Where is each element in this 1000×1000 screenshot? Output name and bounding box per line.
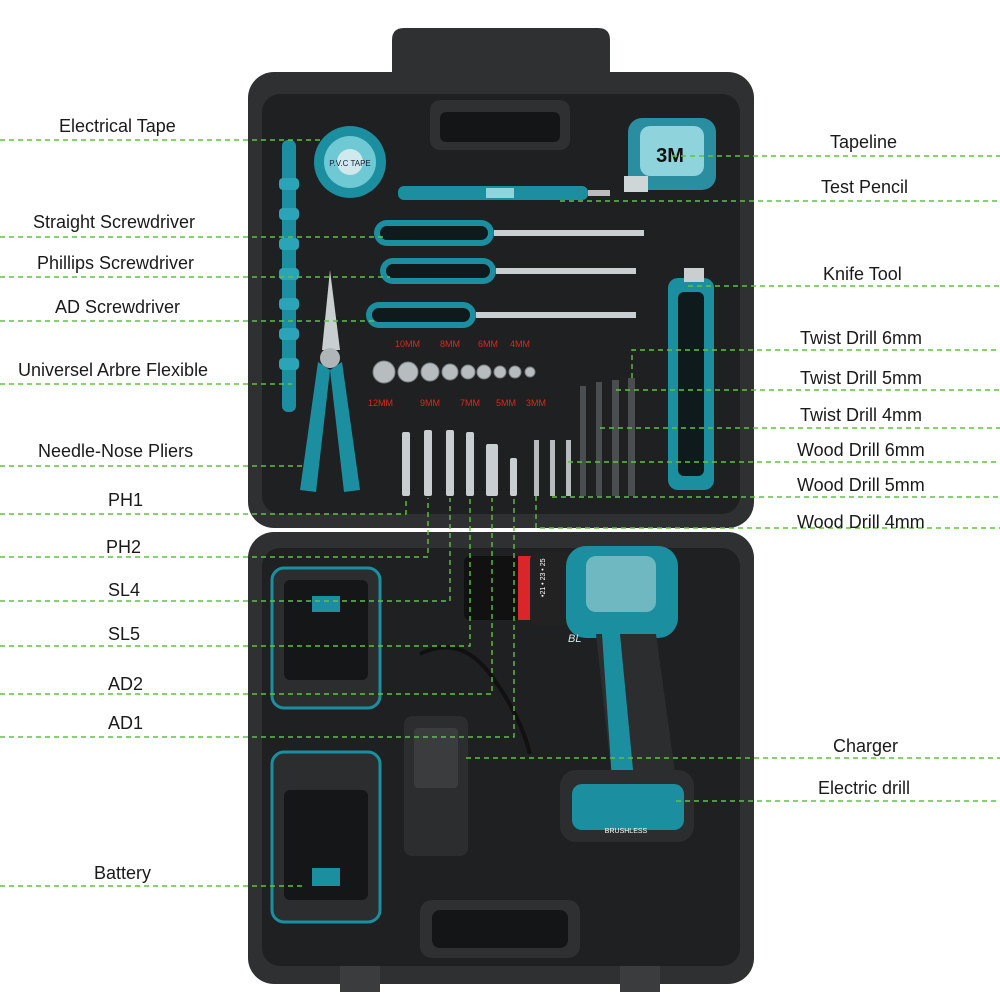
test-pencil	[398, 186, 610, 200]
label-sl5: SL5	[108, 624, 141, 644]
battery-top	[270, 566, 382, 710]
label-ad-screwdriver: AD Screwdriver	[55, 297, 181, 317]
label-ad2: AD2	[108, 674, 144, 694]
socket-size-label: 7MM	[460, 398, 480, 408]
flexible-shaft	[279, 140, 299, 412]
charger	[404, 645, 532, 856]
label-ph1: PH1	[108, 490, 144, 510]
socket-size-label: 10MM	[395, 339, 420, 349]
electric-drill: BRUSHLESS •21 • 23 • 25 BL	[464, 546, 694, 842]
socket-size-label: 3MM	[526, 398, 546, 408]
electrical-tape: P.V.C TAPE	[314, 126, 386, 198]
socket-size-label: 6MM	[478, 339, 498, 349]
label-sl4: SL4	[108, 580, 141, 600]
label-wood-drill-5mm: Wood Drill 5mm	[797, 475, 925, 495]
label-battery: Battery	[94, 863, 152, 883]
label-tapeline: Tapeline	[830, 132, 898, 152]
socket-size-label: 9MM	[420, 398, 440, 408]
label-twist-drill-4mm: Twist Drill 4mm	[800, 405, 922, 425]
label-ad1: AD1	[108, 713, 144, 733]
leader-lines-left	[0, 139, 515, 887]
label-ph2: PH2	[106, 537, 142, 557]
label-charger: Charger	[833, 736, 899, 756]
label-twist-drill-5mm: Twist Drill 5mm	[800, 368, 922, 388]
label-phillips-screwdriver: Phillips Screwdriver	[37, 253, 195, 273]
leader-lines-right	[466, 155, 1000, 802]
label-electric-drill: Electric drill	[818, 778, 911, 798]
label-straight-screwdriver: Straight Screwdriver	[33, 212, 196, 232]
knife-tool	[668, 268, 714, 490]
bit-set	[402, 430, 517, 496]
drill-bits	[534, 378, 635, 496]
electrical-tape-text: P.V.C TAPE	[329, 159, 371, 168]
drill-brand-text: BRUSHLESS	[605, 828, 648, 835]
needle-nose-pliers	[300, 270, 360, 492]
screwdrivers	[366, 220, 644, 328]
tape-measure: 3M	[624, 118, 716, 192]
socket-size-label: 4MM	[510, 339, 530, 349]
socket-size-label: 8MM	[440, 339, 460, 349]
label-electrical-tape: Electrical Tape	[59, 116, 176, 136]
label-wood-drill-4mm: Wood Drill 4mm	[797, 512, 925, 532]
battery-bottom	[270, 750, 382, 924]
label-needle-nose-pliers: Needle-Nose Pliers	[38, 441, 194, 461]
socket-set: 10MM 8MM 6MM 4MM 12MM 9MM 7MM 5MM 3MM	[368, 339, 546, 408]
label-test-pencil: Test Pencil	[821, 177, 909, 197]
drill-torque-text: •21 • 23 • 25	[540, 558, 547, 597]
socket-size-label: 12MM	[368, 398, 393, 408]
drill-badge-text: BL	[568, 633, 581, 645]
label-twist-drill-6mm: Twist Drill 6mm	[800, 328, 922, 348]
tape-measure-text: 3M	[656, 145, 684, 167]
label-universel-arbre-flexible: Universel Arbre Flexible	[18, 360, 209, 380]
label-wood-drill-6mm: Wood Drill 6mm	[797, 440, 925, 460]
label-knife-tool: Knife Tool	[823, 264, 902, 284]
socket-size-label: 5MM	[496, 398, 516, 408]
